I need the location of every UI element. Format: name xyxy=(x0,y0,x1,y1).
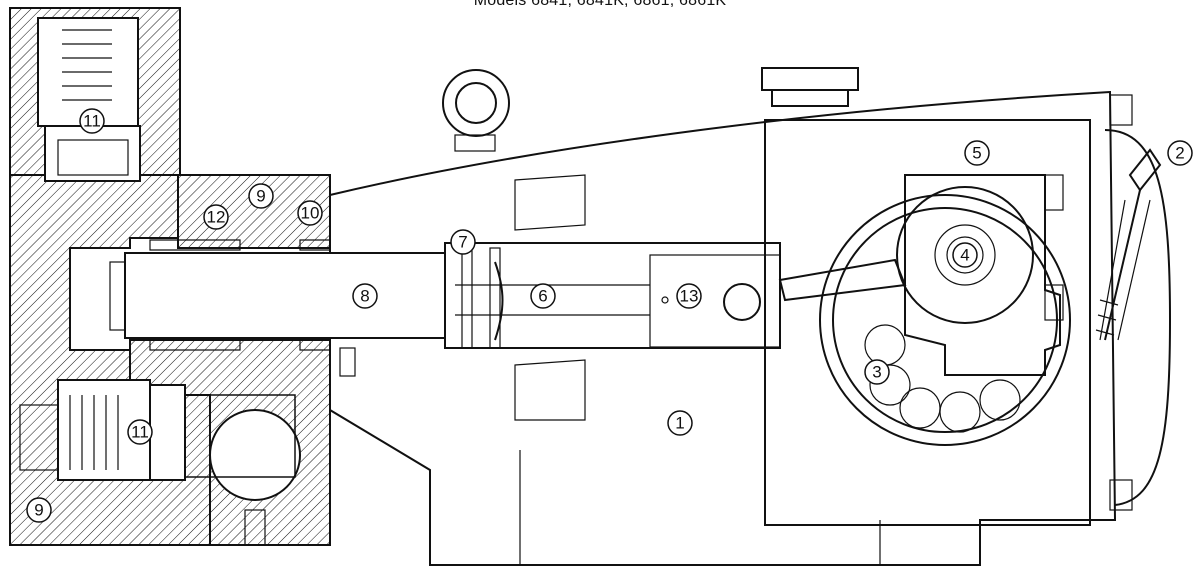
svg-text:6: 6 xyxy=(538,287,547,306)
svg-text:7: 7 xyxy=(458,233,467,252)
callout-8: 8 xyxy=(352,283,378,309)
svg-text:1: 1 xyxy=(675,414,684,433)
svg-text:11: 11 xyxy=(83,112,101,131)
svg-text:8: 8 xyxy=(360,287,369,306)
callout-9-upper: 9 xyxy=(248,183,274,209)
svg-text:10: 10 xyxy=(301,204,320,223)
svg-text:3: 3 xyxy=(872,363,881,382)
callout-13: 13 xyxy=(676,283,702,309)
crankcase-frame xyxy=(329,67,1172,566)
svg-text:4: 4 xyxy=(960,246,969,265)
svg-text:5: 5 xyxy=(972,144,981,163)
plunger-assembly xyxy=(444,242,781,349)
callout-11-lower: 11 xyxy=(127,419,153,445)
callout-10: 10 xyxy=(297,200,323,226)
callout-9-lower: 9 xyxy=(26,497,52,523)
svg-text:9: 9 xyxy=(34,501,43,520)
svg-text:9: 9 xyxy=(256,187,265,206)
svg-text:13: 13 xyxy=(680,287,699,306)
callout-2: 2 xyxy=(1167,140,1193,166)
callout-3: 3 xyxy=(864,359,890,385)
callout-6: 6 xyxy=(530,283,556,309)
manifold-block xyxy=(9,7,446,546)
crankshaft-assembly xyxy=(778,174,1071,446)
callout-7: 7 xyxy=(450,229,476,255)
callout-4: 4 xyxy=(952,242,978,268)
svg-text:11: 11 xyxy=(131,423,149,442)
svg-text:12: 12 xyxy=(207,208,226,227)
callout-1: 1 xyxy=(667,410,693,436)
callout-11-upper: 11 xyxy=(79,108,105,134)
diagram-title: Models 6841, 6841K, 6861, 6861K xyxy=(473,0,727,9)
callout-12: 12 xyxy=(203,204,229,230)
callout-5: 5 xyxy=(964,140,990,166)
svg-text:2: 2 xyxy=(1175,144,1184,163)
